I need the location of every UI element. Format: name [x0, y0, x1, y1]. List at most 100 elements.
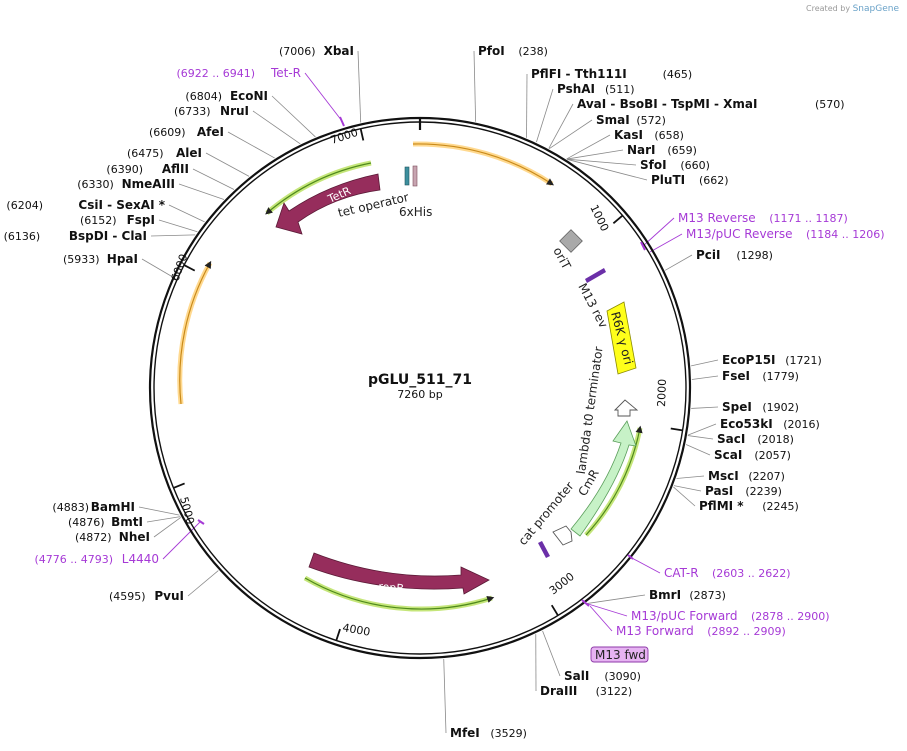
repB-arrow	[308, 552, 490, 595]
leader-line	[187, 570, 219, 597]
leader-line	[548, 103, 574, 149]
leader-line	[585, 594, 646, 605]
site-label-sali: SalI	[564, 669, 589, 683]
primer-label-l4440-primer: L4440	[122, 552, 159, 566]
primer-pos-l4440-primer: (4776 .. 4793)	[34, 553, 113, 566]
tick-label: 7000	[329, 126, 360, 147]
site-label-avai: AvaI - BsoBI - TspMI - XmaI	[577, 97, 757, 111]
site-label-pvui: PvuI	[154, 589, 184, 603]
site-label-nari: NarI	[627, 143, 656, 157]
site-label-afei: AfeI	[197, 125, 224, 139]
tetR-arrow	[275, 173, 381, 235]
site-label-pshai: PshAI	[557, 82, 595, 96]
leader-line	[443, 658, 447, 734]
site-label-fsei: FseI	[722, 369, 750, 383]
site-pos-spei: (1902)	[762, 401, 799, 414]
site-pos-sfoi: (660)	[680, 159, 710, 172]
site-label-ecop15i: EcoP15I	[722, 353, 776, 367]
primer-label-m13pucfwd-primer: M13/pUC Forward	[631, 609, 738, 623]
site-label-eco53ki: Eco53kI	[720, 417, 773, 431]
leader-line	[146, 516, 181, 523]
site-label-bspdi: BspDI - ClaI	[69, 229, 147, 243]
site-label-saci: SacI	[717, 432, 745, 446]
site-pos-sali: (3090)	[604, 670, 641, 683]
tick-label: 4000	[341, 621, 371, 639]
primer-leader-line	[629, 556, 661, 574]
lambda-terminator-label: lambda t0 terminator	[574, 346, 606, 475]
leader-line	[673, 486, 696, 507]
site-label-pluti: PluTI	[651, 173, 685, 187]
site-pos-bmti: (4876)	[68, 516, 105, 529]
tick-mark	[173, 482, 185, 489]
site-pos-msci: (2207)	[748, 470, 785, 483]
primer-pos-m13rev-primer: (1171 .. 1187)	[769, 212, 848, 225]
leader-line	[542, 630, 561, 677]
site-pos-pluti: (662)	[699, 174, 729, 187]
leader-line	[271, 95, 316, 138]
leader-line	[192, 168, 235, 190]
orf-top-arc-line	[412, 143, 555, 186]
m13-rev-label: M13 rev	[575, 281, 610, 330]
credit-prefix: Created by	[806, 4, 851, 13]
primer-label-tetr-primer: Tet-R	[270, 66, 301, 80]
leader-line	[691, 359, 719, 367]
tick-mark	[612, 214, 624, 225]
site-pos-avai: (570)	[815, 98, 845, 111]
site-pos-eco53ki: (2016)	[783, 418, 820, 431]
site-label-scai: ScaI	[714, 448, 742, 462]
leader-line	[153, 517, 182, 538]
cmR-orf-arc-line	[585, 425, 643, 536]
tetR-orf-arc-line	[265, 162, 372, 215]
leader-line	[567, 159, 648, 181]
leader-line	[673, 485, 702, 492]
primer-label-m13rev-primer: M13 Reverse	[678, 211, 756, 225]
orf-top-arc	[412, 141, 554, 187]
primer-tick-catr	[627, 554, 634, 560]
site-pos-fspi: (6152)	[80, 214, 117, 227]
site-label-pflmi: PflMI *	[699, 499, 744, 513]
site-pos-bspdi: (6136)	[4, 230, 41, 243]
leader-line	[687, 423, 717, 436]
leader-line	[357, 50, 362, 123]
r6k-ori-box	[606, 301, 637, 375]
site-pos-xbai: (7006)	[279, 45, 316, 58]
primer-label-m13pucrev-primer: M13/pUC Reverse	[686, 227, 793, 241]
cat-promoter-marker	[552, 525, 573, 546]
primer-tick-m13fwd	[581, 599, 590, 607]
primer-pos-tetr-primer: (6922 .. 6941)	[176, 67, 255, 80]
tick-mark	[670, 427, 683, 432]
primer-pos-m13pucfwd-primer: (2878 .. 2900)	[751, 610, 830, 623]
site-label-bamhi: BamHI	[91, 500, 135, 514]
plasmid-name: pGLU_511_71	[368, 372, 472, 388]
leader-line	[473, 50, 477, 122]
site-label-nhei: NheI	[119, 530, 150, 544]
m13-fwd-tag	[590, 646, 649, 663]
site-label-aflii: AflII	[162, 162, 189, 176]
site-label-bmri: BmrI	[649, 588, 681, 602]
site-pos-pflfi: (465)	[663, 68, 693, 81]
leader-line	[252, 110, 301, 145]
site-label-msci: MscI	[708, 469, 739, 483]
leader-line	[567, 158, 637, 166]
site-label-pflfi: PflFI - Tth111I	[531, 67, 627, 81]
site-label-xbai: XbaI	[324, 44, 354, 58]
site-label-kasi: KasI	[614, 128, 643, 142]
snapgene-logo: SnapGene	[852, 4, 899, 14]
tick-label: 2000	[655, 379, 669, 407]
primer-tick-m13rev	[640, 241, 646, 251]
site-label-spei: SpeI	[722, 400, 752, 414]
m13-fwd-label: M13 fwd	[595, 648, 646, 662]
primer-leader-line	[162, 521, 201, 560]
site-label-pcii: PciI	[696, 248, 721, 262]
leader-line	[141, 258, 173, 277]
primer-bind-marker	[538, 541, 550, 558]
site-label-pfoi: PfoI	[478, 44, 505, 58]
oriT-marker	[559, 229, 583, 253]
leader-line	[178, 183, 225, 200]
leader-line	[205, 152, 250, 177]
leader-line	[691, 406, 719, 409]
site-pos-hpai: (5933)	[63, 253, 100, 266]
his-tag-label: 6xHis	[399, 205, 432, 219]
